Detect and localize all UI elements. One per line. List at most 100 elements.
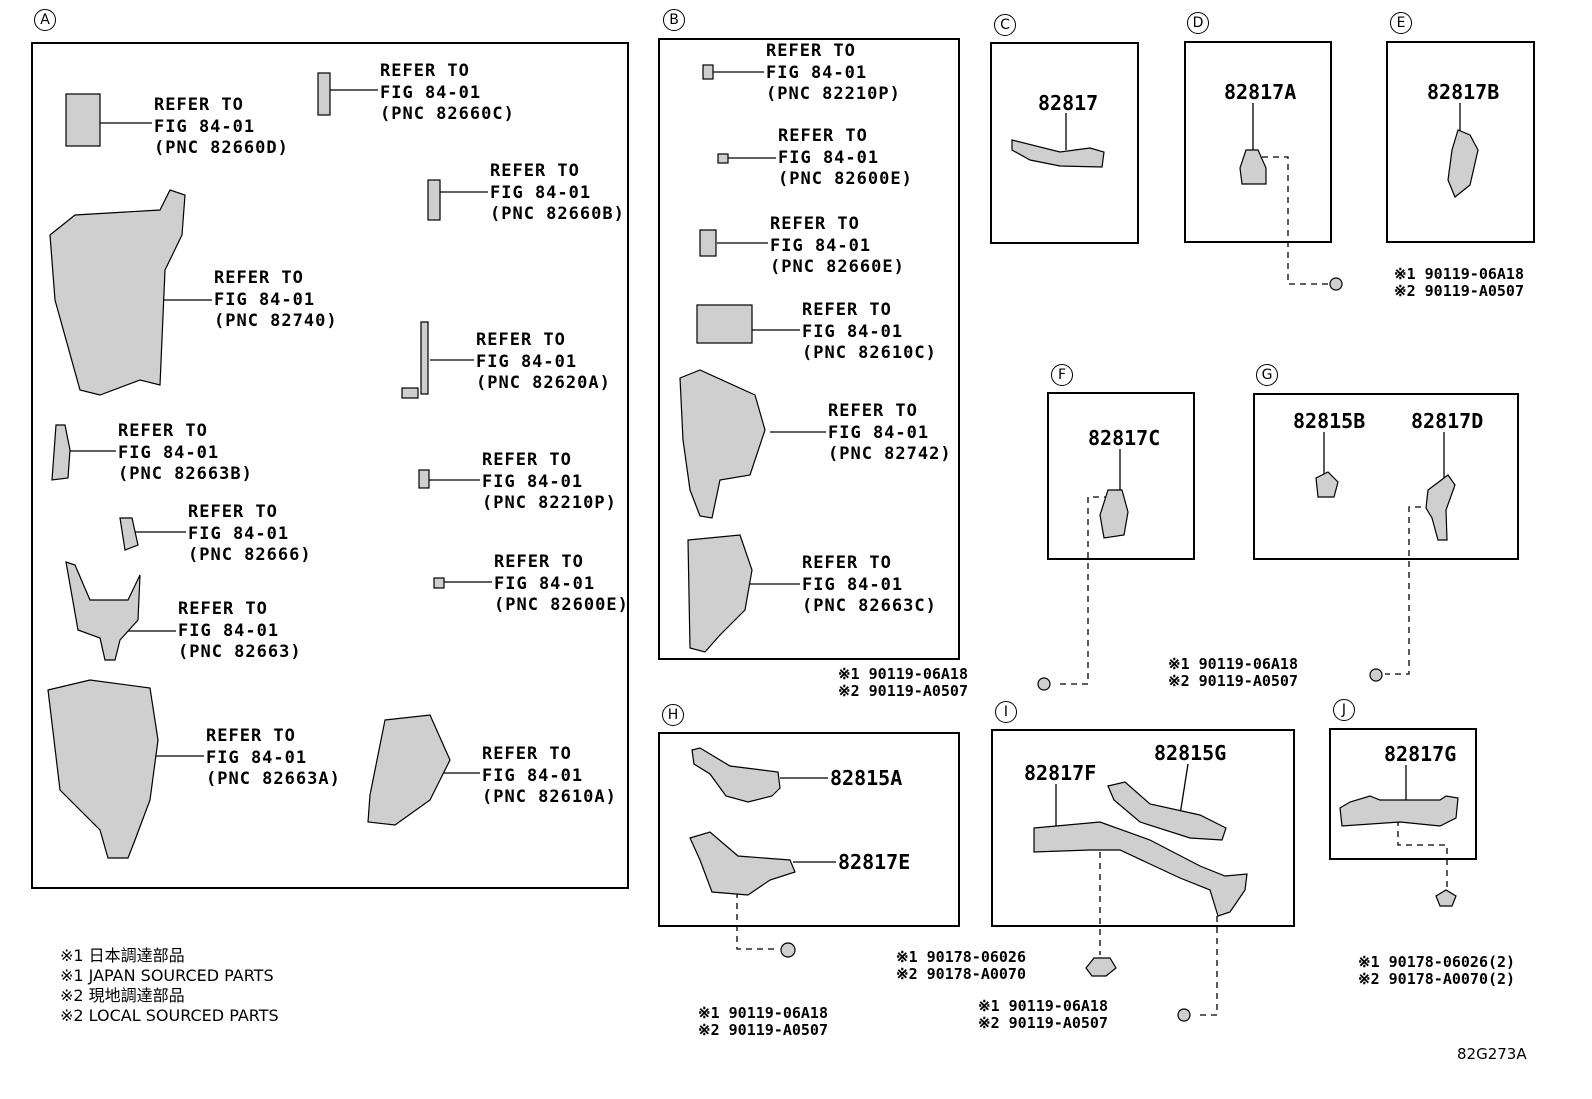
- ref-line2: FIG 84-01: [482, 471, 584, 492]
- ref-line1: REFER TO: [476, 330, 566, 350]
- ref-line1: REFER TO: [214, 268, 304, 288]
- panel-c-label: C: [994, 14, 1016, 36]
- bolt-callout-i1: ※1 90178-06026 ※2 90178-A0070: [896, 949, 1026, 983]
- ref-line1: REFER TO: [188, 502, 278, 522]
- ref-line2: FIG 84-01: [490, 182, 592, 203]
- ref-line2: FIG 84-01: [380, 82, 482, 103]
- ref-line3: (PNC 82660D): [154, 138, 289, 158]
- bolt-line2: ※2 90119-A0507: [838, 682, 968, 700]
- ref-line1: REFER TO: [490, 161, 580, 181]
- ref-line1: REFER TO: [770, 214, 860, 234]
- ref-line1: REFER TO: [118, 421, 208, 441]
- bolt-line1: ※1 90119-06A18: [838, 665, 968, 683]
- bolt-line1: ※1 90119-06A18: [1394, 265, 1524, 283]
- panel-g-frame: [1253, 393, 1519, 560]
- ref-line3: (PNC 82210P): [766, 84, 901, 104]
- bolt-callout-j: ※1 90178-06026(2) ※2 90178-A0070(2): [1358, 954, 1515, 988]
- panel-j-label: J: [1333, 699, 1355, 721]
- panel-c-frame: [990, 42, 1139, 244]
- bolt-line1: ※1 90178-06026(2): [1358, 953, 1516, 971]
- panel-i-frame: [991, 729, 1295, 927]
- ref-82660d: REFER TO FIG 84-01 (PNC 82660D): [154, 95, 289, 160]
- panel-f-label: F: [1051, 364, 1073, 386]
- bolt-callout-g: ※1 90119-06A18 ※2 90119-A0507: [1168, 656, 1298, 690]
- bolt-callout-d: ※1 90119-06A18 ※2 90119-A0507: [1394, 266, 1524, 300]
- bolt-line2: ※2 90119-A0507: [978, 1014, 1108, 1032]
- panel-a-label: A: [34, 9, 56, 31]
- note-line: ※2 LOCAL SOURCED PARTS: [60, 1006, 279, 1025]
- ref-line3: (PNC 82740): [214, 311, 338, 331]
- note-line: ※1 日本調達部品: [60, 946, 185, 965]
- bolt-line2: ※2 90178-A0070(2): [1358, 970, 1516, 988]
- part-82817b: 82817B: [1427, 80, 1500, 104]
- ref-line3: (PNC 82660E): [770, 257, 905, 277]
- ref-line3: (PNC 82610A): [482, 787, 617, 807]
- part-82817a: 82817A: [1224, 80, 1297, 104]
- part-82817d: 82817D: [1411, 409, 1484, 433]
- panel-d-frame: [1184, 41, 1332, 243]
- ref-82620a: REFER TO FIG 84-01 (PNC 82620A): [476, 330, 611, 395]
- ref-82660c: REFER TO FIG 84-01 (PNC 82660C): [380, 61, 515, 126]
- part-82817f: 82817F: [1024, 761, 1097, 785]
- ref-line1: REFER TO: [802, 553, 892, 573]
- panel-g-label: G: [1256, 364, 1278, 386]
- ref-line2: FIG 84-01: [476, 351, 578, 372]
- ref-line3: (PNC 82663C): [802, 596, 937, 616]
- ref-line2: FIG 84-01: [494, 573, 596, 594]
- bolt-callout-f: ※1 90119-06A18 ※2 90119-A0507: [838, 666, 968, 700]
- sourcing-notes: ※1 日本調達部品 ※1 JAPAN SOURCED PARTS ※2 現地調達…: [60, 946, 279, 1026]
- ref-line3: (PNC 82610C): [802, 343, 937, 363]
- diagram-code: 82G273A: [1457, 1045, 1527, 1063]
- ref-82210p-b: REFER TO FIG 84-01 (PNC 82210P): [766, 41, 901, 106]
- part-82817g: 82817G: [1384, 742, 1457, 766]
- bolt-callout-h: ※1 90119-06A18 ※2 90119-A0507: [698, 1005, 828, 1039]
- ref-line2: FIG 84-01: [188, 523, 290, 544]
- ref-line2: FIG 84-01: [178, 620, 280, 641]
- ref-line3: (PNC 82210P): [482, 493, 617, 513]
- ref-line2: FIG 84-01: [206, 747, 308, 768]
- panel-d-label: D: [1187, 12, 1209, 34]
- panel-e-frame: [1386, 41, 1535, 243]
- ref-82210p-a: REFER TO FIG 84-01 (PNC 82210P): [482, 450, 617, 515]
- ref-82663: REFER TO FIG 84-01 (PNC 82663): [178, 599, 302, 664]
- ref-82663b: REFER TO FIG 84-01 (PNC 82663B): [118, 421, 253, 486]
- ref-line1: REFER TO: [206, 726, 296, 746]
- ref-line2: FIG 84-01: [802, 574, 904, 595]
- ref-line3: (PNC 82663B): [118, 464, 253, 484]
- panel-j-frame: [1329, 728, 1477, 860]
- ref-line3: (PNC 82742): [828, 444, 952, 464]
- ref-line1: REFER TO: [482, 450, 572, 470]
- ref-82666: REFER TO FIG 84-01 (PNC 82666): [188, 502, 312, 567]
- panel-e-label: E: [1390, 12, 1412, 34]
- ref-line3: (PNC 82600E): [778, 169, 913, 189]
- ref-line3: (PNC 82660C): [380, 104, 515, 124]
- ref-line2: FIG 84-01: [770, 235, 872, 256]
- ref-line3: (PNC 82666): [188, 545, 312, 565]
- ref-82660b: REFER TO FIG 84-01 (PNC 82660B): [490, 161, 625, 226]
- panel-a-frame: [31, 42, 629, 889]
- note-line: ※1 JAPAN SOURCED PARTS: [60, 966, 274, 985]
- ref-line3: (PNC 82663A): [206, 769, 341, 789]
- bolt-line2: ※2 90119-A0507: [698, 1021, 828, 1039]
- ref-line1: REFER TO: [494, 552, 584, 572]
- panel-b-label: B: [663, 9, 685, 31]
- part-82815b: 82815B: [1293, 409, 1366, 433]
- ref-line1: REFER TO: [178, 599, 268, 619]
- ref-line3: (PNC 82660B): [490, 204, 625, 224]
- ref-line1: REFER TO: [482, 744, 572, 764]
- bolt-line2: ※2 90119-A0507: [1394, 282, 1524, 300]
- ref-line1: REFER TO: [828, 401, 918, 421]
- ref-line2: FIG 84-01: [828, 422, 930, 443]
- ref-line2: FIG 84-01: [154, 116, 256, 137]
- ref-82663c: REFER TO FIG 84-01 (PNC 82663C): [802, 553, 937, 618]
- ref-line1: REFER TO: [778, 126, 868, 146]
- part-82817e: 82817E: [838, 850, 911, 874]
- ref-line2: FIG 84-01: [118, 442, 220, 463]
- ref-82610a: REFER TO FIG 84-01 (PNC 82610A): [482, 744, 617, 809]
- ref-line2: FIG 84-01: [778, 147, 880, 168]
- part-82815g: 82815G: [1154, 741, 1227, 765]
- panel-h-frame: [658, 732, 960, 927]
- panel-h-label: H: [662, 704, 684, 726]
- ref-line2: FIG 84-01: [802, 321, 904, 342]
